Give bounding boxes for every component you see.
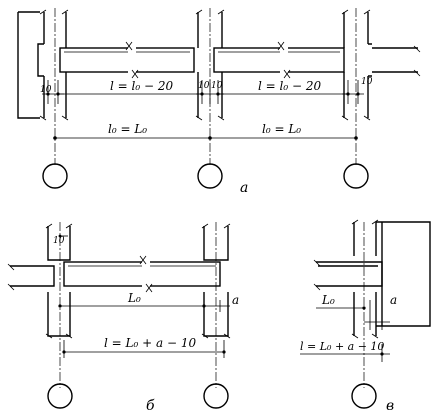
axis-a-left: l₀ = L₀ [108,122,147,136]
panel-a: 10 10 10 10 l = l₀ − 20 l = l₀ − 20 l₀ =… [17,8,421,196]
panel-b-label: б [146,398,155,414]
span-a-left: l = l₀ − 20 [110,79,173,93]
dim-10-col2-left: 10 [198,81,210,91]
dim-10-col1: 10 [40,85,52,95]
span-c: l = L₀ + a − 10 [300,340,384,353]
panel-c-label: в [386,398,394,414]
a-b: a [232,293,239,307]
dim-10-b: 10 [53,236,65,246]
span-a-right: l = l₀ − 20 [258,79,321,93]
dim-10-col2-right: 10 [211,81,223,91]
panel-b: 10 L₀ a l = L₀ [7,222,239,414]
a-c: a [390,293,397,307]
panel-a-label: а [240,180,248,196]
axis-a-right: l₀ = L₀ [262,122,301,136]
span-b: l = L₀ + a − 10 [104,336,196,350]
panel-c: L₀ a l = L₀ + a − 10 в [300,219,431,414]
L0-c: L₀ [321,293,335,307]
L0-b: L₀ [127,291,141,305]
dim-10-col3: 10 [361,77,373,87]
